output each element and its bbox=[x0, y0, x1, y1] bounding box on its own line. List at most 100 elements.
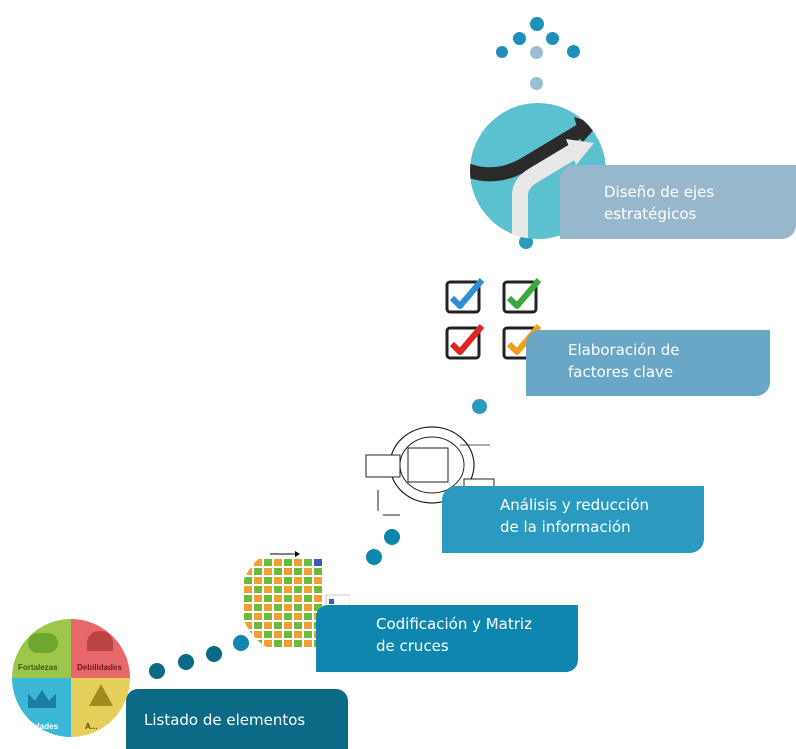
matrix-cell bbox=[274, 568, 282, 575]
matrix-cell bbox=[254, 604, 262, 611]
matrix-cell bbox=[314, 559, 322, 566]
swot-label-debilidades: Debilidades bbox=[77, 663, 122, 672]
matrix-cell bbox=[314, 595, 322, 602]
matrix-cell bbox=[254, 622, 262, 629]
swot-label-amenazas: A... bbox=[85, 722, 98, 731]
matrix-cell bbox=[294, 631, 302, 638]
matrix-cell bbox=[284, 595, 292, 602]
step-5-label-line2: estratégicos bbox=[604, 205, 697, 223]
matrix-cell bbox=[264, 586, 272, 593]
matrix-grid-icon bbox=[240, 545, 350, 655]
swot-quadrant-amenazas: A... bbox=[71, 678, 130, 737]
matrix-cell bbox=[264, 622, 272, 629]
matrix-cell bbox=[274, 577, 282, 584]
warning-icon bbox=[89, 684, 113, 706]
matrix-cell bbox=[284, 631, 292, 638]
matrix-cell bbox=[244, 568, 252, 575]
matrix-cell bbox=[254, 586, 262, 593]
matrix-cell bbox=[244, 559, 252, 566]
matrix-cell bbox=[304, 622, 312, 629]
dot bbox=[206, 646, 222, 662]
step-4-label-line1: Elaboración de bbox=[568, 341, 680, 359]
dot bbox=[496, 46, 508, 58]
matrix-cell bbox=[314, 568, 322, 575]
matrix-cell bbox=[274, 604, 282, 611]
matrix-cell bbox=[284, 640, 292, 647]
matrix-cell bbox=[264, 568, 272, 575]
matrix-cell bbox=[264, 595, 272, 602]
step-2-box: Codificación y Matriz de cruces bbox=[316, 605, 578, 672]
step-4-box: Elaboración de factores clave bbox=[526, 330, 770, 396]
matrix-cell bbox=[264, 640, 272, 647]
matrix-cell bbox=[304, 640, 312, 647]
matrix-cell bbox=[314, 577, 322, 584]
matrix-cell bbox=[304, 604, 312, 611]
matrix-cell bbox=[244, 577, 252, 584]
matrix-cell bbox=[294, 577, 302, 584]
dot bbox=[530, 17, 544, 31]
matrix-cell bbox=[264, 631, 272, 638]
dot bbox=[384, 529, 400, 545]
matrix-cell bbox=[294, 568, 302, 575]
matrix-cell bbox=[284, 577, 292, 584]
step-3-label-line1: Análisis y reducción bbox=[500, 496, 649, 514]
matrix-cell bbox=[284, 622, 292, 629]
step-5-box: Diseño de ejes estratégicos bbox=[560, 165, 796, 239]
step-2-label-line1: Codificación y Matriz bbox=[376, 615, 532, 633]
matrix-cell bbox=[264, 559, 272, 566]
dot bbox=[233, 635, 249, 651]
matrix-cell bbox=[274, 595, 282, 602]
step-1-label: Listado de elementos bbox=[144, 711, 306, 729]
matrix-cell bbox=[264, 613, 272, 620]
matrix-cell bbox=[254, 613, 262, 620]
matrix-cell bbox=[284, 613, 292, 620]
matrix-cell bbox=[294, 613, 302, 620]
matrix-cell bbox=[304, 631, 312, 638]
matrix-cell bbox=[304, 559, 312, 566]
swot-label-oportunidades: ...idades bbox=[26, 722, 59, 731]
dot bbox=[546, 32, 559, 45]
matrix-cell bbox=[314, 604, 322, 611]
matrix-cell bbox=[254, 568, 262, 575]
matrix-cell bbox=[254, 631, 262, 638]
matrix-cell bbox=[274, 586, 282, 593]
matrix-cell bbox=[294, 559, 302, 566]
matrix-cell bbox=[264, 577, 272, 584]
dot bbox=[530, 77, 543, 90]
matrix-cell bbox=[304, 586, 312, 593]
swot-quadrant-debilidades: Debilidades bbox=[71, 619, 130, 678]
matrix-cell bbox=[244, 586, 252, 593]
matrix-cell bbox=[244, 604, 252, 611]
crown-icon bbox=[28, 690, 56, 708]
matrix-cell bbox=[294, 622, 302, 629]
matrix-cell bbox=[274, 559, 282, 566]
dot bbox=[530, 46, 543, 59]
matrix-cell bbox=[244, 613, 252, 620]
step-1-box: Listado de elementos bbox=[126, 689, 348, 749]
matrix-cell bbox=[254, 595, 262, 602]
matrix-cell bbox=[314, 586, 322, 593]
swot-quadrant-fortalezas: Fortalezas bbox=[12, 619, 71, 678]
swot-quadrant-oportunidades: ...idades bbox=[12, 678, 71, 737]
matrix-cell bbox=[304, 595, 312, 602]
matrix-cell bbox=[254, 640, 262, 647]
dot bbox=[567, 45, 580, 58]
matrix-cell bbox=[294, 586, 302, 593]
matrix-cell bbox=[294, 604, 302, 611]
matrix-cell bbox=[284, 568, 292, 575]
matrix-grid-svg bbox=[244, 551, 350, 647]
step-2-label-line2: de cruces bbox=[376, 637, 449, 655]
matrix-cell bbox=[254, 577, 262, 584]
matrix-cell bbox=[254, 559, 262, 566]
step-3-label-line2: de la información bbox=[500, 518, 631, 536]
swot-label-fortalezas: Fortalezas bbox=[18, 663, 58, 672]
matrix-cell bbox=[264, 604, 272, 611]
matrix-cell bbox=[284, 559, 292, 566]
step-4-label-line2: factores clave bbox=[568, 363, 674, 381]
matrix-cell bbox=[274, 622, 282, 629]
dot bbox=[513, 32, 526, 45]
shape-icon bbox=[87, 631, 113, 651]
dot bbox=[472, 399, 487, 414]
matrix-cell bbox=[294, 595, 302, 602]
matrix-cell bbox=[274, 640, 282, 647]
